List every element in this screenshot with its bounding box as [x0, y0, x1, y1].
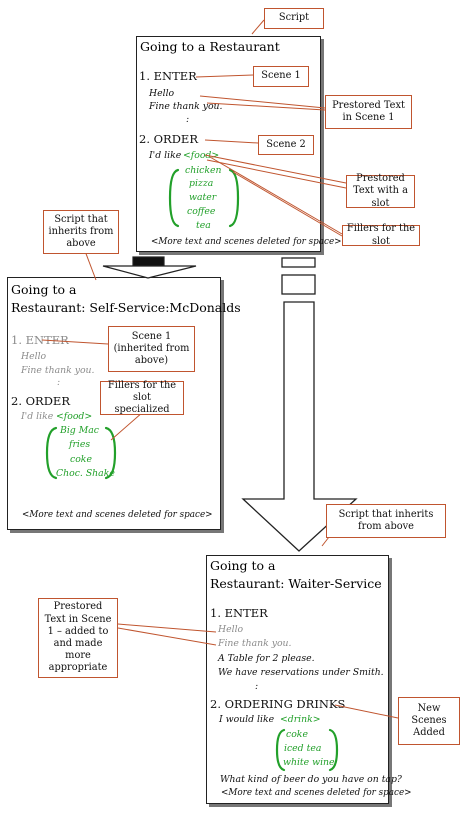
waiter-drinks-scene: 2. ORDERING DRINKS	[210, 697, 346, 711]
restaurant-title: Going to a Restaurant	[140, 39, 280, 54]
selfservice-filler: Big Mac	[60, 425, 99, 436]
callout-fillers: Fillers for the slot	[342, 223, 420, 247]
waiter-fine: Fine thank you.	[218, 638, 292, 649]
selfservice-like: I'd like	[21, 411, 54, 422]
waiter-hello: Hello	[218, 624, 244, 635]
selfservice-title-line2: Restaurant: Self-Service:McDonalds	[11, 300, 241, 315]
callout-scene1: Scene 1	[253, 66, 309, 87]
waiter-reservation: We have reservations under Smith.	[218, 667, 384, 678]
selfservice-enter-scene: 1. ENTER	[11, 333, 69, 347]
waiter-dots: :	[255, 681, 259, 692]
restaurant-more-text: <More text and scenes deleted for space>	[151, 237, 342, 247]
selfservice-title-line1: Going to a	[11, 282, 77, 297]
restaurant-fine: Fine thank you.	[149, 101, 223, 112]
waiter-filler: coke	[286, 729, 308, 740]
restaurant-filler: water	[189, 192, 217, 203]
callout-script: Script	[264, 8, 324, 29]
callout-inherits-left: Script that inherits from above	[43, 210, 119, 254]
selfservice-filler: coke	[70, 454, 92, 465]
selfservice-order-scene: 2. ORDER	[11, 394, 70, 408]
callout-prestored-scene1: Prestored Text in Scene 1	[325, 95, 412, 129]
callout-prestored-added: Prestored Text in Scene 1 – added to and…	[38, 598, 118, 678]
restaurant-filler: pizza	[189, 178, 214, 189]
restaurant-like: I'd like	[149, 150, 182, 161]
waiter-table: A Table for 2 please.	[218, 653, 315, 664]
restaurant-slot: <food>	[183, 150, 220, 161]
waiter-beer: What kind of beer do you have on tap?	[220, 774, 402, 785]
callout-prestored-slot: Prestored Text with a slot	[346, 173, 415, 209]
selfservice-slot: <food>	[56, 411, 93, 422]
selfservice-more-text: <More text and scenes deleted for space>	[22, 510, 213, 520]
restaurant-hello: Hello	[149, 88, 175, 99]
restaurant-filler: chicken	[185, 165, 222, 176]
selfservice-filler: fries	[69, 439, 91, 450]
waiter-title-line1: Going to a	[210, 558, 276, 573]
waiter-slot: <drink>	[280, 714, 321, 725]
inherit-arrow-left	[102, 256, 197, 279]
restaurant-dots: :	[186, 114, 190, 125]
waiter-script-box	[206, 555, 389, 804]
waiter-more-text: <More text and scenes deleted for space>	[221, 788, 412, 798]
waiter-filler: iced tea	[284, 743, 322, 754]
restaurant-enter-scene: 1. ENTER	[139, 69, 197, 83]
selfservice-filler: Choc. Shake	[56, 468, 115, 479]
waiter-filler: white wine	[283, 757, 335, 768]
callout-inherits-right: Script that inherits from above	[326, 504, 446, 538]
selfservice-dots: :	[57, 377, 61, 388]
callout-scene1-inherited: Scene 1 (inherited from above)	[108, 326, 195, 372]
selfservice-fine: Fine thank you.	[21, 365, 95, 376]
restaurant-filler: coffee	[187, 206, 216, 217]
waiter-like: I would like	[219, 714, 275, 725]
restaurant-filler: tea	[196, 220, 211, 231]
callout-fillers-specialized: Fillers for the slot specialized	[100, 380, 184, 415]
restaurant-order-scene: 2. ORDER	[139, 132, 198, 146]
callout-scene2: Scene 2	[258, 135, 314, 155]
callout-new-scenes: New Scenes Added	[398, 697, 460, 745]
waiter-enter-scene: 1. ENTER	[210, 606, 268, 620]
selfservice-hello: Hello	[21, 351, 47, 362]
waiter-title-line2: Restaurant: Waiter-Service	[210, 576, 382, 591]
